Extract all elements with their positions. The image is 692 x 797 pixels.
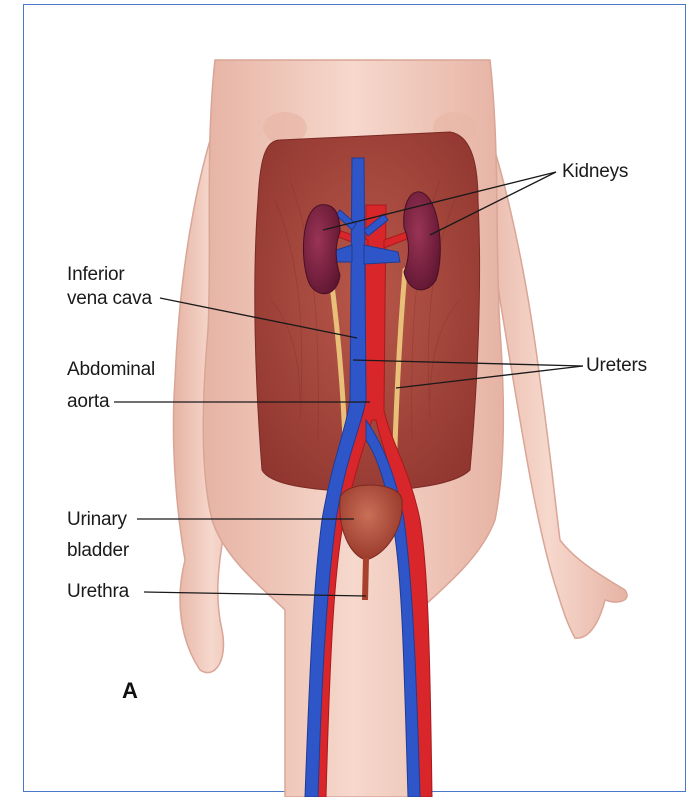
label-urinary-bladder-line1: Urinary (67, 508, 127, 531)
panel-letter: A (122, 678, 138, 704)
label-ureters: Ureters (586, 354, 647, 377)
label-abdominal-aorta-line1: Abdominal (67, 358, 155, 381)
label-abdominal-aorta-line2: aorta (67, 390, 109, 413)
label-urinary-bladder-line2: bladder (67, 539, 129, 562)
label-inferior-vena-cava-line1: Inferior (67, 263, 125, 286)
label-kidneys: Kidneys (562, 160, 628, 183)
label-inferior-vena-cava-line2: vena cava (67, 287, 152, 310)
label-urethra: Urethra (67, 580, 129, 603)
